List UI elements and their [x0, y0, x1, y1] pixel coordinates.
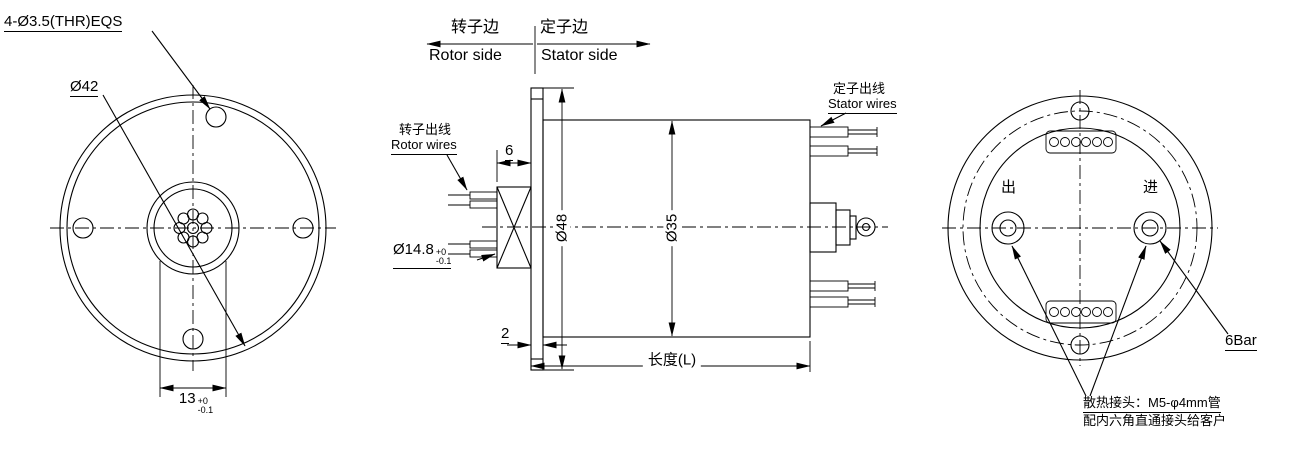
rotor-wires-leader	[446, 154, 468, 191]
rotor-wires-label-cn: 转子出线	[399, 122, 452, 137]
side-direction-arrows	[426, 26, 651, 74]
bore-dim-value: Ø14.8	[393, 241, 434, 258]
width-dim-label: 13+0-0.1	[174, 390, 218, 416]
offset-dim-label: 6	[505, 142, 514, 162]
body-dia-label: Ø35	[663, 209, 681, 247]
width-dim-value: 13	[178, 390, 196, 408]
bore-dim-label: Ø14.8+0-0.1	[393, 241, 452, 269]
right-view	[942, 90, 1229, 397]
air-fitting-side	[809, 202, 876, 253]
bore-dim-leader	[476, 253, 496, 262]
stator-wires-label-en: Stator wires	[828, 96, 897, 114]
holes-note-leader	[151, 30, 211, 110]
stator-wires-leader	[820, 112, 847, 127]
length-dim-label: 长度(L)	[642, 351, 702, 369]
rotor-side-label-cn: 转子边	[451, 19, 500, 36]
port-out-circle	[991, 211, 1025, 245]
rotor-wires-group	[448, 191, 498, 258]
pressure-label: 6Bar	[1225, 332, 1257, 352]
stator-wires-top-group	[809, 126, 878, 157]
terminal-block-top	[1045, 130, 1117, 154]
port-in-circle	[1133, 211, 1167, 245]
cooling-leader-left	[1011, 245, 1087, 397]
left-view	[50, 30, 336, 397]
thickness-dim-label: 2	[501, 325, 510, 345]
left-centerlines	[50, 85, 336, 371]
rotor-side-label-en: Rotor side	[429, 47, 502, 64]
stator-side-label-en: Stator side	[541, 47, 618, 64]
stator-wires-label-cn: 定子出线	[833, 81, 886, 96]
stator-wires-bottom-group	[809, 280, 876, 308]
cooling-leader-right	[1089, 245, 1147, 397]
right-centerlines	[942, 90, 1218, 366]
port-out-label: 出	[1001, 179, 1017, 196]
rotor-wires-label-en: Rotor wires	[391, 137, 457, 155]
six-bar-leader	[1159, 240, 1229, 335]
rotor-shaft	[496, 186, 532, 269]
middle-view	[426, 26, 888, 372]
width-dim-tolerance: +0-0.1	[197, 396, 214, 416]
holes-note-label: 4-Ø3.5(THR)EQS	[4, 13, 123, 33]
cooling-note-line1: 散热接头：M5-φ4mm管	[1083, 395, 1221, 413]
flange-section	[530, 87, 544, 371]
terminal-block-bottom	[1045, 300, 1117, 324]
cooling-note-line2: 配内六角直通接头给客户	[1083, 413, 1227, 428]
port-in-label: 进	[1143, 179, 1159, 196]
stator-side-label-cn: 定子边	[540, 19, 589, 36]
bolt-circle-label: Ø42	[70, 78, 99, 98]
bore-dim-tolerance: +0-0.1	[435, 247, 452, 267]
flange-dia-label: Ø48	[553, 209, 571, 247]
bolt-circle-leader	[102, 94, 246, 347]
offset-dimension	[496, 150, 532, 182]
width-dimension	[159, 261, 227, 397]
